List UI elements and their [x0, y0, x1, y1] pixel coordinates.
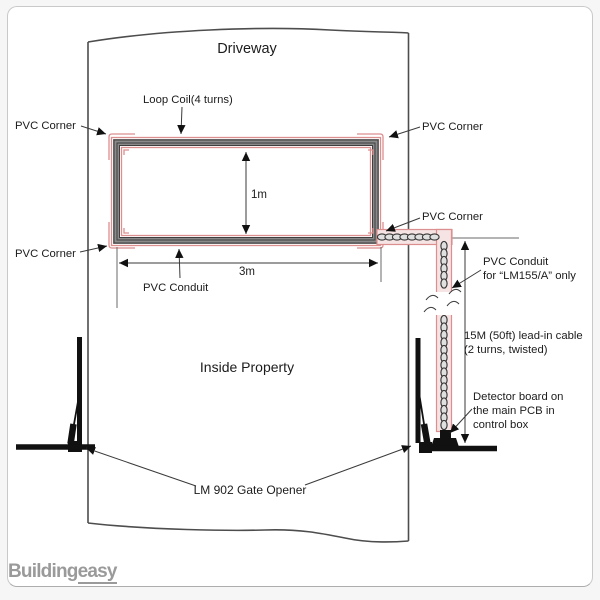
pvc-corner-label-top-left: PVC Corner: [15, 120, 76, 132]
pvc-corner-label-bottom-left: PVC Corner: [15, 248, 76, 260]
pvc-corner-fitting-bottom-left: [108, 222, 135, 249]
driveway-label: Driveway: [217, 41, 277, 57]
pvc-corner-label-mid-right: PVC Corner: [422, 211, 483, 223]
detector-board-label-line3: control box: [473, 419, 529, 431]
coil-height-value: 1m: [251, 189, 267, 201]
coil-width-value: 3m: [239, 266, 255, 278]
property-boundary: [87, 27, 410, 543]
dimension-1m: 1m: [241, 152, 267, 234]
dimension-3m: 3m: [116, 247, 382, 308]
pvc-corner-fitting-top-right: [357, 133, 384, 160]
logo-part1: Building: [8, 561, 78, 582]
lead-in-cable-label-line2: (2 turns, twisted): [464, 344, 548, 356]
logo-part2: easy: [77, 561, 117, 584]
detector-board-label-line1: Detector board on: [473, 391, 563, 403]
inside-property-label: Inside Property: [200, 359, 294, 375]
lead-in-cable: [376, 228, 519, 433]
pvc-corner-fitting-top-left: [108, 133, 135, 160]
detector-board-label-line2: the main PCB in: [473, 405, 555, 417]
lead-in-cable-label-line1: 15M (50ft) lead-in cable: [464, 330, 583, 342]
gate-opener-right: [415, 338, 497, 453]
pvc-conduit-lm155-line2: for “LM155/A” only: [483, 270, 576, 282]
gate-opener-label: LM 902 Gate Opener: [194, 483, 307, 497]
buildingeasy-logo: Buildingeasy: [8, 561, 117, 584]
gate-opener-left: [16, 337, 95, 452]
pvc-conduit-lm155-line1: PVC Conduit: [483, 256, 549, 268]
leader-lines: [79, 106, 482, 487]
loop-coil-label: Loop Coil(4 turns): [143, 94, 233, 106]
pvc-corner-label-top-right: PVC Corner: [422, 121, 483, 133]
control-box: [431, 430, 459, 447]
page-card: [7, 6, 593, 587]
cable-break-marks: [423, 288, 462, 313]
loop-coil: [108, 133, 384, 249]
pvc-conduit-label: PVC Conduit: [143, 282, 209, 294]
twisted-cable-links: [376, 233, 448, 431]
